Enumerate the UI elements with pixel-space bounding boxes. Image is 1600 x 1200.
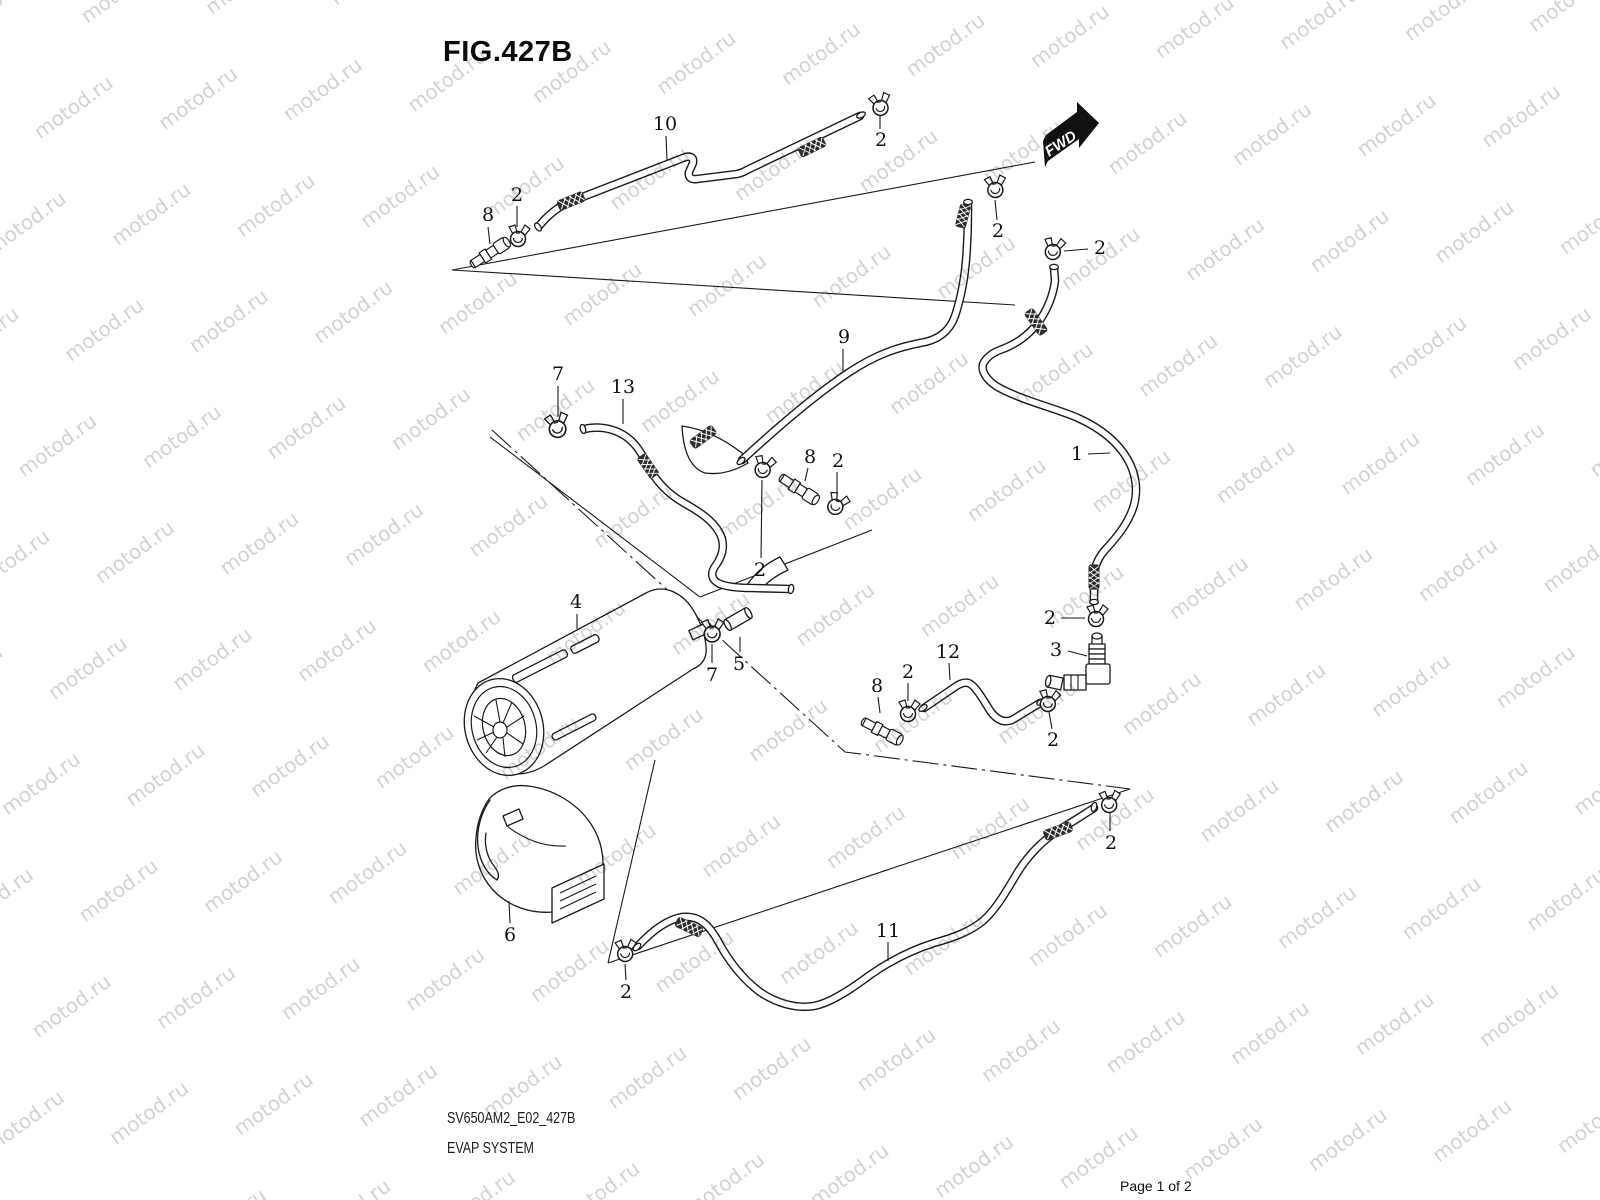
- part-label-8: 8: [804, 446, 816, 468]
- leader-line: [1063, 248, 1089, 252]
- fitting-icon: [776, 471, 822, 508]
- leader-line: [665, 135, 668, 161]
- part-label-8: 8: [871, 675, 883, 697]
- hose-clamp-icon: [1037, 688, 1062, 714]
- fitting-icon: [858, 714, 906, 748]
- part-label-2: 2: [875, 129, 887, 151]
- fwd-arrow-icon: FWD: [1042, 102, 1099, 167]
- leader-line: [804, 467, 809, 482]
- part-label-2: 2: [992, 220, 1004, 242]
- part-label-2: 2: [1105, 832, 1117, 854]
- hose-11: [633, 803, 1099, 1012]
- hose-clamp-icon: [1042, 236, 1067, 262]
- hose-ends: [533, 111, 1100, 952]
- part-label-2: 2: [1094, 237, 1106, 259]
- hose-10: [534, 111, 865, 231]
- drawing-code: SV650AM2_E02_427B: [447, 1110, 576, 1127]
- system-name: EVAP SYSTEM: [447, 1140, 534, 1157]
- leader-line: [877, 696, 881, 714]
- part-label-11: 11: [876, 920, 900, 942]
- hose-12: [919, 678, 1045, 726]
- leader-line: [1067, 650, 1088, 657]
- hose-clamp-icon: [867, 90, 895, 119]
- part-label-2: 2: [1044, 607, 1056, 629]
- hose-clamps: [508, 90, 1123, 963]
- hose-clamp-icon: [983, 173, 1010, 200]
- leader-line: [1048, 711, 1053, 730]
- bracket: [474, 784, 605, 924]
- hose-clamp-icon: [508, 224, 531, 248]
- canister: [463, 556, 789, 777]
- page-indicator: Page 1 of 2: [1120, 1178, 1192, 1194]
- part-label-8: 8: [482, 204, 494, 226]
- part-label-1: 1: [1071, 443, 1083, 465]
- part-label-2: 2: [832, 450, 844, 472]
- hose-clamp-icon: [898, 699, 921, 723]
- part-label-12: 12: [936, 641, 960, 663]
- canister-face-spokes: [473, 699, 525, 758]
- hose-clamp-icon: [823, 489, 853, 519]
- hose-13: [579, 423, 795, 594]
- figure-title: FIG.427B: [443, 36, 573, 68]
- elbow-fitting: [1044, 632, 1111, 691]
- part-label-2: 2: [754, 559, 766, 581]
- part-label-13: 13: [611, 376, 635, 398]
- hose-1: [978, 263, 1141, 606]
- leader-line: [508, 900, 511, 924]
- canister-slots: [511, 634, 600, 741]
- part-label-2: 2: [511, 184, 523, 206]
- part-label-7: 7: [706, 664, 718, 686]
- part-label-10: 10: [653, 113, 677, 135]
- leader-line: [624, 963, 627, 981]
- tube-part5: [723, 607, 753, 631]
- leader-line: [994, 199, 998, 221]
- hose-clamp-icon: [751, 453, 778, 481]
- part-label-6: 6: [504, 924, 516, 946]
- part-label-4: 4: [570, 591, 582, 613]
- part-label-2: 2: [620, 981, 632, 1003]
- leader-line: [760, 479, 763, 559]
- part-label-9: 9: [838, 326, 850, 348]
- leader-line: [948, 662, 951, 681]
- braid-sleeves: [555, 135, 1100, 939]
- part-label-7: 7: [552, 363, 564, 385]
- leader-line: [1087, 452, 1111, 455]
- hose-clamp-icon: [1098, 789, 1123, 814]
- part-label-5: 5: [733, 653, 745, 675]
- part-label-2: 2: [1047, 729, 1059, 751]
- part-label-3: 3: [1050, 639, 1062, 661]
- hose-clamp-icon: [1086, 604, 1109, 628]
- leader-line: [487, 226, 491, 245]
- pointer-lines: [451, 161, 1131, 964]
- hose-9: [737, 198, 973, 465]
- part-label-2: 2: [902, 661, 914, 683]
